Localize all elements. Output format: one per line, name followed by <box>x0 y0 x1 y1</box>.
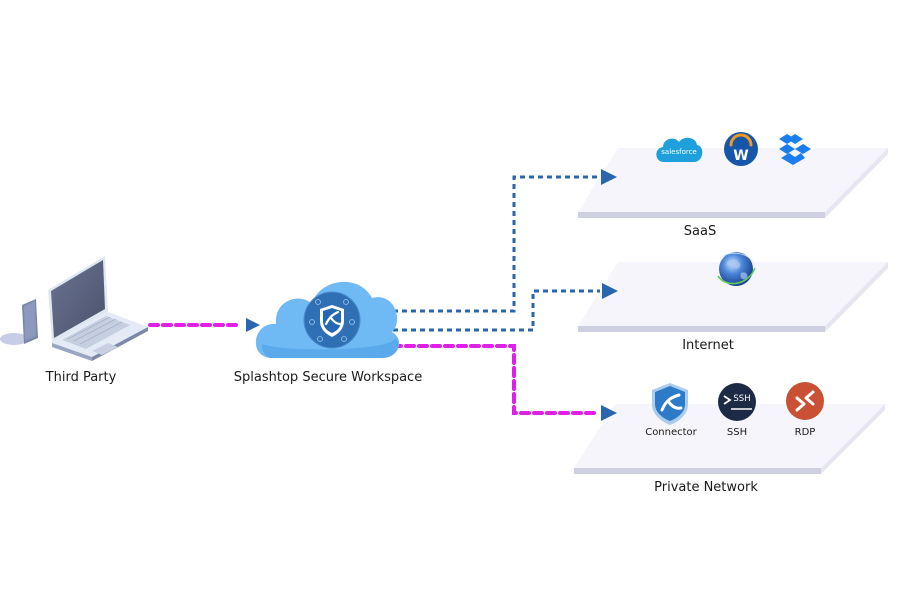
saas-label: SaaS <box>683 224 717 239</box>
private-network-label: Private Network <box>654 480 758 495</box>
internet-label: Internet <box>682 338 734 353</box>
connection-workspace-to-internet <box>393 283 618 332</box>
rdp-icon <box>786 382 824 420</box>
arrow-head <box>246 318 260 332</box>
platform-private-network <box>574 404 885 474</box>
ssh-label: SSH <box>726 427 748 438</box>
svg-text:SSH: SSH <box>733 394 750 404</box>
platform-saas <box>578 148 888 218</box>
salesforce-cloud-icon: salesforce <box>656 137 703 162</box>
arrow-head <box>601 169 617 185</box>
connection-third-party-to-workspace <box>148 318 260 332</box>
salesforce-wordmark: salesforce <box>661 148 696 156</box>
arrow-head <box>601 405 617 421</box>
platform-internet <box>578 262 888 332</box>
svg-text:W: W <box>733 148 748 164</box>
shield-connector-icon <box>652 383 688 425</box>
dropbox-icon <box>779 134 811 165</box>
connector-label: Connector <box>645 427 697 438</box>
connection-workspace-to-private-network <box>391 344 617 421</box>
ssh-terminal-icon: SSH <box>718 383 756 421</box>
secure-workspace-cloud-icon <box>255 281 400 359</box>
connection-workspace-to-saas <box>393 169 617 313</box>
globe-icon <box>717 252 756 286</box>
secure-workspace-label: Splashtop Secure Workspace <box>233 370 423 385</box>
third-party-label: Third Party <box>45 370 117 385</box>
rdp-label: RDP <box>794 427 816 438</box>
third-party-devices-icon <box>0 256 148 361</box>
workday-icon: W <box>724 132 758 166</box>
arrow-head <box>602 283 618 299</box>
